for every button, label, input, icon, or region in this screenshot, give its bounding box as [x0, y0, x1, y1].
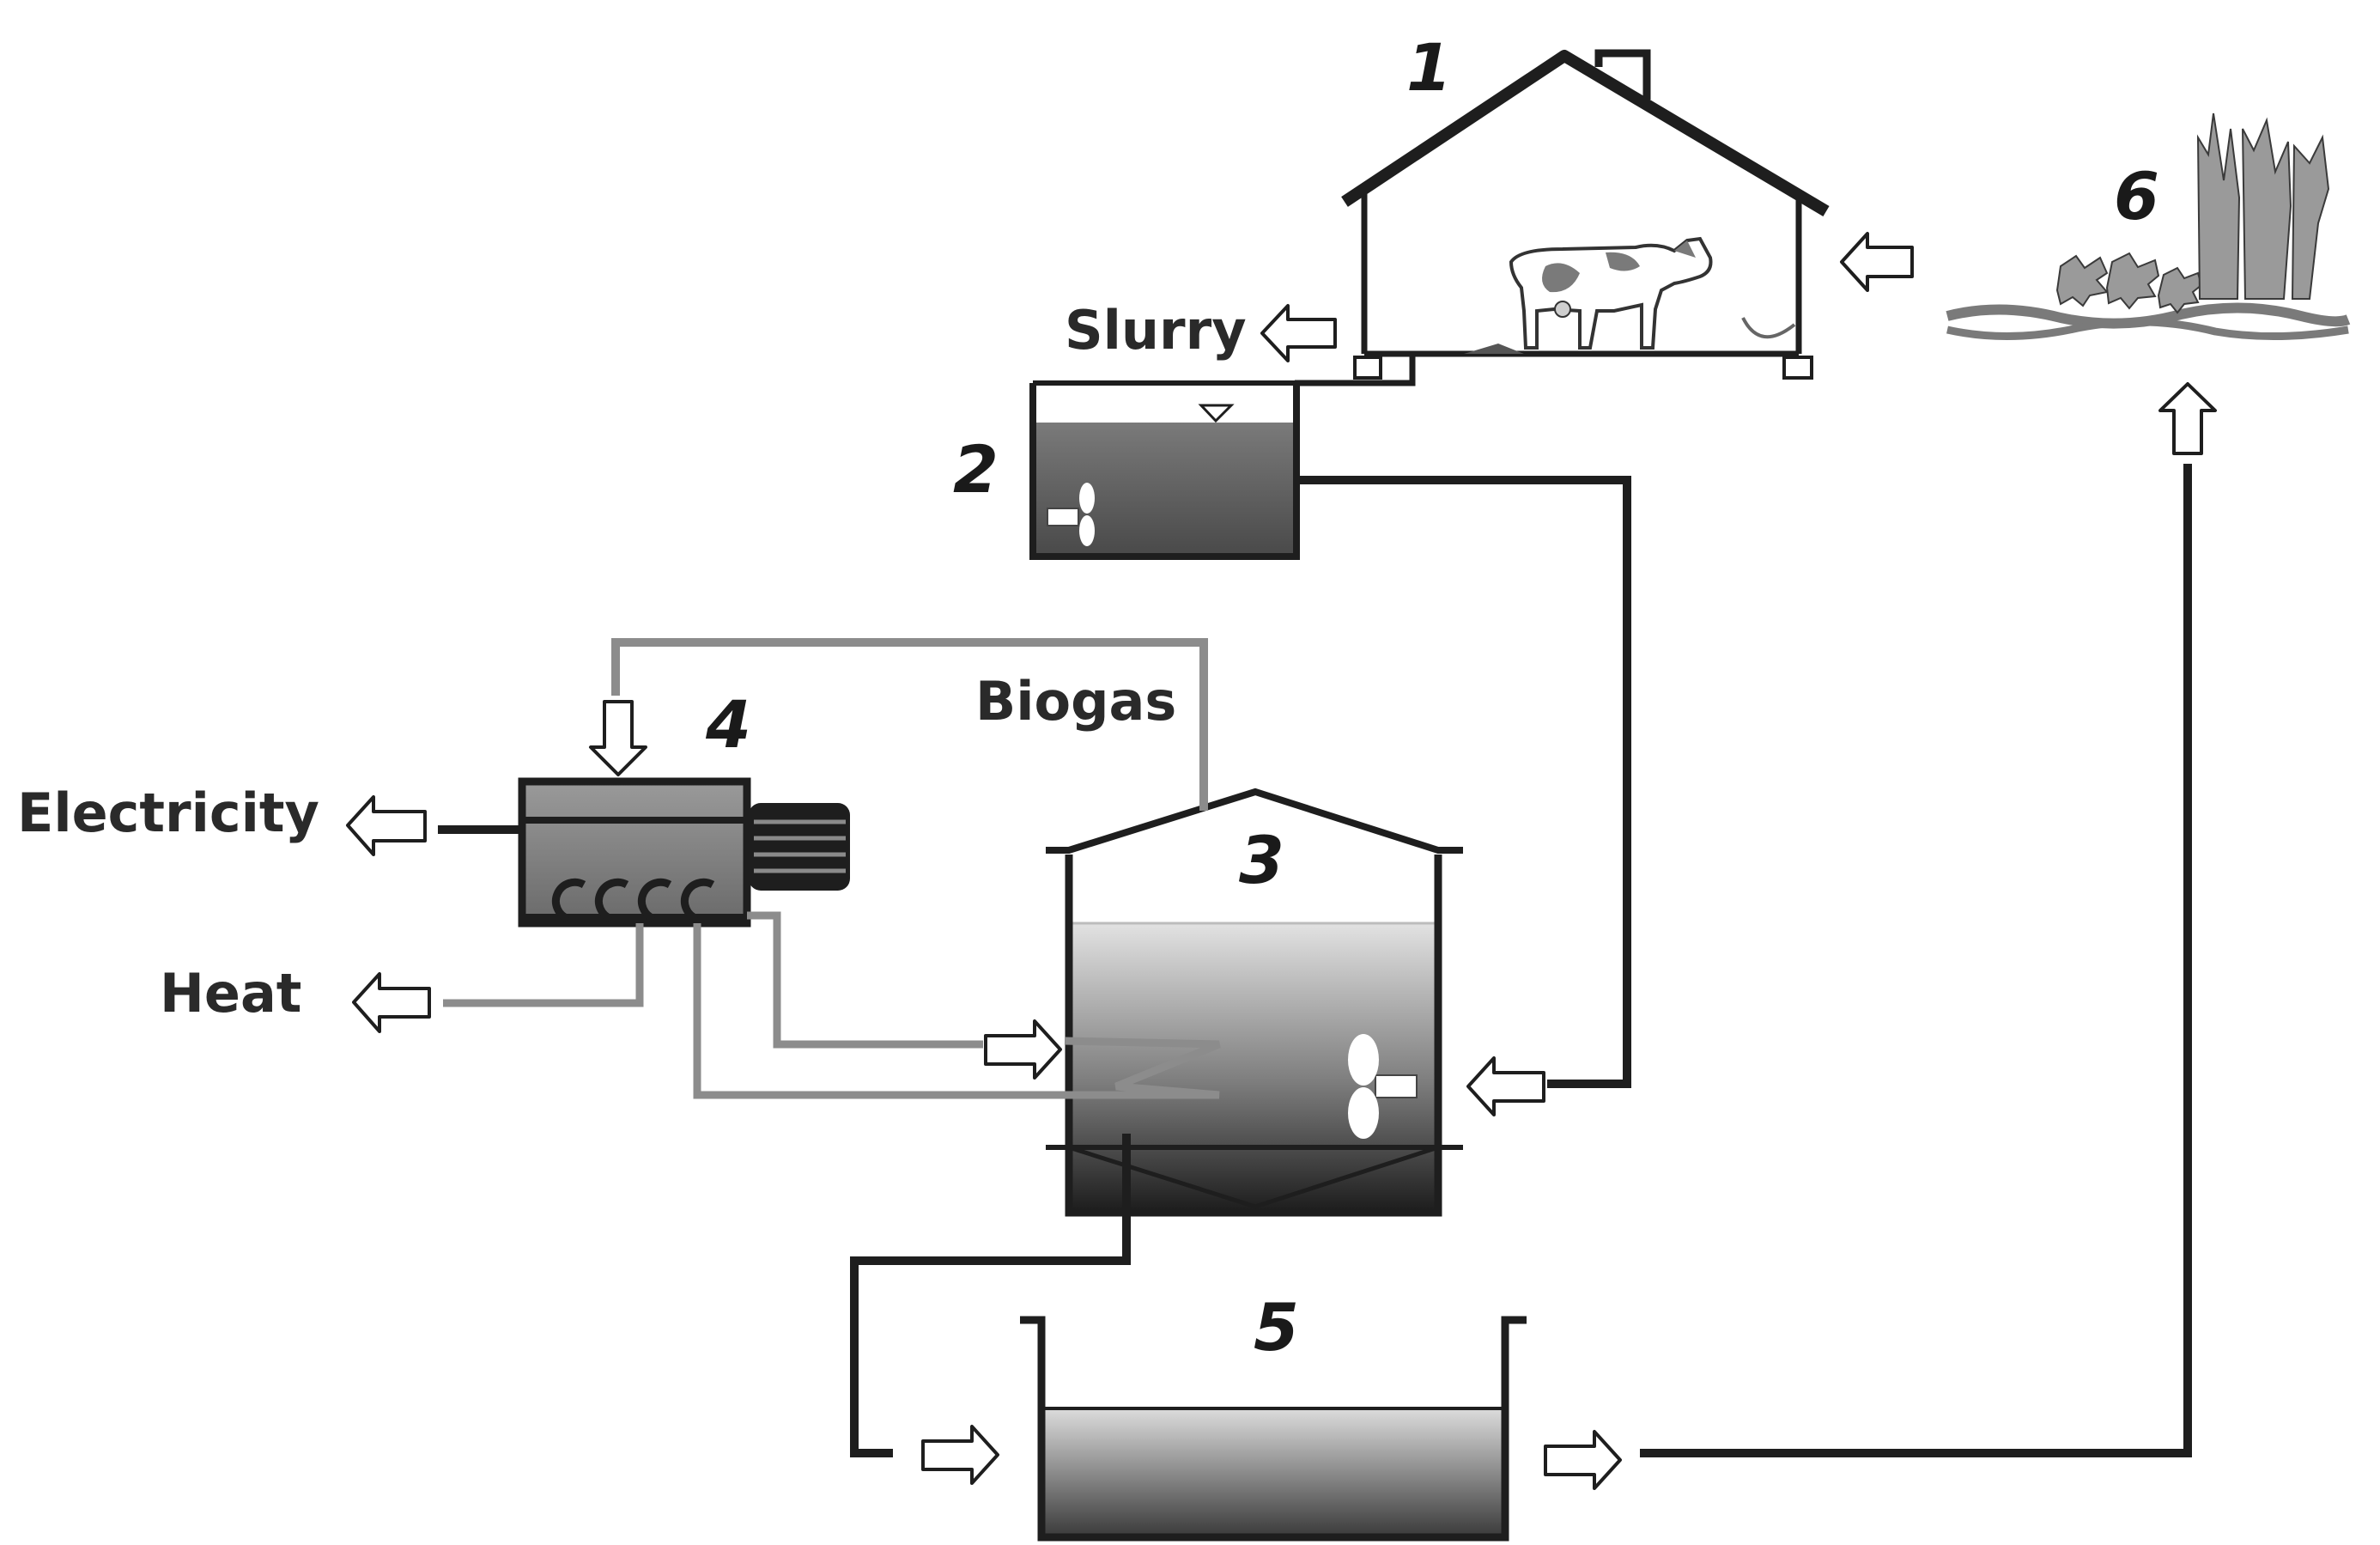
slurry-storage-tank	[1029, 380, 1300, 560]
labels: 1 2 3 4 5 6 Slurry Biogas Electricity He…	[17, 29, 2159, 1366]
feed-trough	[1741, 317, 1796, 339]
level-marker-icon	[1198, 404, 1235, 423]
generator-icon	[749, 803, 850, 891]
digester-liquid	[1069, 923, 1438, 1213]
mixer-icon	[1047, 483, 1095, 546]
biogas-label: Biogas	[975, 670, 1176, 733]
barn-chimney	[1594, 49, 1651, 100]
barn	[1295, 49, 1830, 386]
digester-cone	[1068, 1145, 1439, 1209]
straw	[1464, 344, 1524, 354]
engine-icon	[518, 777, 751, 928]
biogas-pipe	[611, 638, 1208, 811]
arrow-right-icon	[984, 1019, 1062, 1080]
chp-number: 4	[705, 686, 751, 763]
barn-floor	[1295, 350, 1416, 386]
soil	[1946, 302, 2351, 329]
storage-liquid	[1033, 423, 1296, 554]
heat-pipe-out	[443, 923, 644, 1007]
storage-number: 2	[953, 431, 999, 508]
barn-number: 1	[1406, 29, 1452, 106]
digester-walls	[1065, 855, 1442, 1217]
digestate-liquid	[1041, 1408, 1505, 1536]
arrow-up-icon	[2158, 382, 2217, 455]
arrow-left-icon	[346, 795, 427, 856]
arrow-right-icon	[921, 1425, 999, 1485]
arrow-left-icon	[352, 972, 431, 1033]
barn-drain-right	[1782, 356, 1813, 380]
arrow-down-icon	[589, 700, 647, 776]
heat-label: Heat	[160, 962, 301, 1025]
arrow-right-icon	[1544, 1430, 1622, 1490]
barn-roof	[1341, 50, 1830, 217]
crop-icon	[2055, 113, 2330, 314]
pipe-digestate-to-field	[1640, 464, 2192, 1457]
heat-pipe-return	[693, 923, 1221, 1099]
digestate-tank-walls	[1020, 1316, 1527, 1542]
arrow-left-icon	[1840, 232, 1914, 292]
field	[1946, 113, 2351, 341]
storage-walls	[1029, 383, 1300, 560]
cow-icon	[1509, 236, 1713, 350]
digester	[1046, 788, 1463, 1217]
digestate-storage-tank	[1020, 1316, 1527, 1542]
pipe-storage-to-digester	[1296, 476, 1631, 1088]
digester-number: 3	[1239, 822, 1284, 898]
arrow-left-icon	[1466, 1056, 1545, 1116]
barn-drain-left	[1353, 356, 1382, 380]
mixer-icon	[1348, 1034, 1418, 1139]
digestate-number: 5	[1254, 1289, 1299, 1366]
chp-unit	[518, 777, 850, 928]
flow-arrows	[346, 232, 2217, 1490]
heat-pipe-supply	[747, 911, 983, 1049]
pipes	[438, 464, 2192, 1457]
slurry-label: Slurry	[1065, 299, 1247, 362]
arrow-left-icon	[1260, 304, 1337, 362]
digester-roof	[1046, 788, 1463, 854]
electricity-label: Electricity	[17, 782, 319, 844]
field-number: 6	[2114, 158, 2159, 234]
pipe-digester-to-digestate	[850, 1134, 1131, 1457]
